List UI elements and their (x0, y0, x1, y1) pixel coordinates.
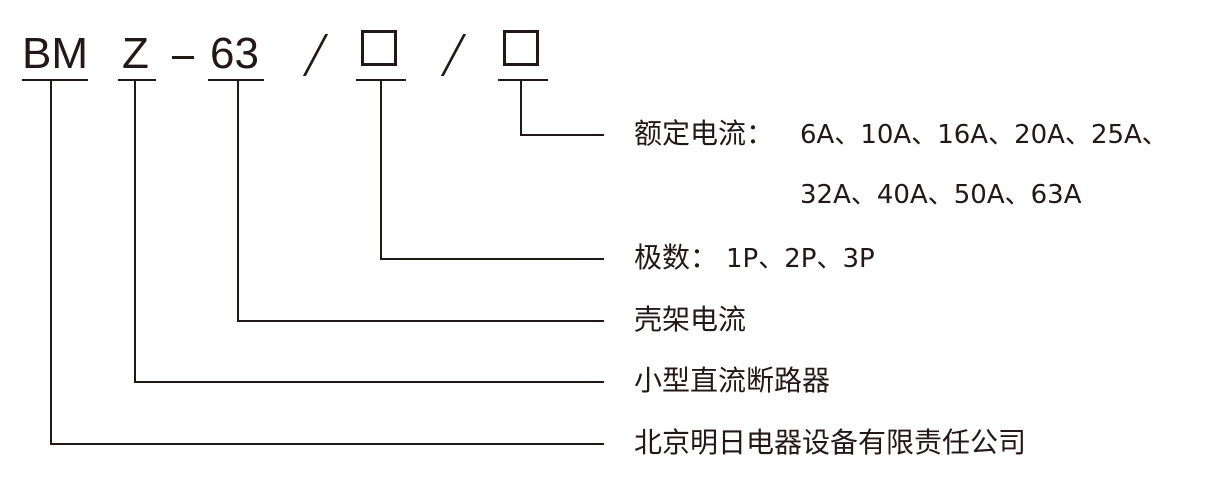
frame-current-label: 壳架电流 (634, 303, 747, 336)
code-dash (172, 56, 194, 59)
rated-current-values-line2: 32A、40A、50A、63A (800, 180, 1082, 210)
poles-values: 1P、2P、3P (726, 244, 875, 274)
code-type-underline (118, 79, 156, 81)
connector-frame-current-vertical (237, 81, 239, 321)
code-frame-underline (208, 79, 264, 81)
connector-product-type-horizontal (134, 381, 604, 383)
code-current-underline (498, 79, 548, 81)
connector-poles-vertical (380, 81, 382, 259)
code-poles-underline (356, 79, 406, 81)
connector-rated-current-horizontal (520, 134, 604, 136)
code-brand: BM (22, 29, 88, 78)
connector-company-horizontal (50, 443, 604, 445)
poles-label: 极数： (634, 241, 719, 274)
connector-rated-current-vertical (520, 81, 522, 135)
connector-poles-horizontal (380, 258, 604, 260)
rated-current-label: 额定电流： (634, 117, 775, 150)
rated-current-values-line1: 6A、10A、16A、20A、25A、 (800, 120, 1168, 150)
code-slash-2 (440, 34, 467, 76)
code-type: Z (122, 29, 149, 78)
connector-frame-current-horizontal (237, 320, 604, 322)
company-label: 北京明日电器设备有限责任公司 (634, 426, 1027, 459)
product-type-label: 小型直流断路器 (634, 364, 831, 397)
code-current-box (503, 30, 539, 66)
code-slash-1 (302, 34, 329, 76)
code-poles-box (361, 30, 397, 66)
connector-product-type-vertical (134, 81, 136, 382)
code-brand-underline (22, 79, 88, 81)
code-frame: 63 (210, 29, 259, 78)
connector-company-vertical (50, 81, 52, 444)
